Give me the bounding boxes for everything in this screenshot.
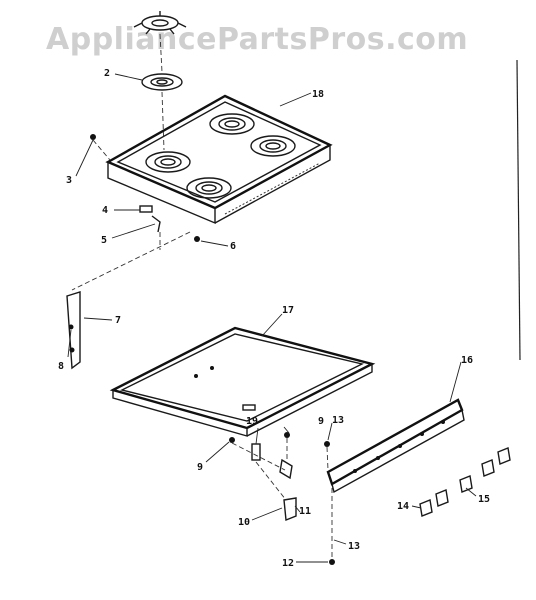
guide-line-bracket-2 — [231, 442, 286, 471]
side-rail — [66, 291, 81, 370]
guide-line-panel-top — [326, 446, 329, 471]
panel-screw — [324, 441, 330, 447]
guide-line-grate — [159, 33, 163, 73]
burner-box — [109, 326, 376, 437]
burner-grate — [133, 11, 187, 35]
control-knobs — [419, 447, 511, 517]
callout-9-upper: 9 — [318, 416, 324, 427]
callout-numbers: 2 3 4 5 6 7 8 9 9 10 11 12 13 13 14 15 1… — [58, 68, 490, 569]
callout-18: 18 — [312, 89, 324, 100]
margin-line — [516, 59, 521, 361]
cooktop — [105, 94, 333, 225]
callout-13-lower: 13 — [348, 541, 360, 552]
guide-line-bowl — [161, 91, 165, 151]
callout-6: 6 — [230, 241, 236, 252]
callout-7: 7 — [115, 315, 121, 326]
guide-line-rail — [71, 231, 191, 291]
callout-17: 17 — [282, 305, 294, 316]
callout-19: 19 — [246, 416, 258, 427]
callout-11: 11 — [299, 506, 311, 517]
guide-line-screw — [92, 139, 111, 161]
panel-bottom-screw — [329, 559, 335, 565]
leader-lines — [67, 73, 477, 563]
callout-10: 10 — [238, 517, 250, 528]
callout-14: 14 — [397, 501, 409, 512]
callout-13-upper: 13 — [332, 415, 344, 426]
callout-12: 12 — [282, 558, 294, 569]
callout-9-lower: 9 — [197, 462, 203, 473]
tray-hardware — [229, 432, 297, 521]
watermark-text: AppliancePartsPros.com — [46, 22, 468, 57]
callout-16: 16 — [461, 355, 473, 366]
callout-2: 2 — [104, 68, 110, 79]
guide-line-clip — [255, 461, 287, 501]
callout-5: 5 — [101, 235, 107, 246]
manifold-panel — [326, 398, 465, 494]
callout-15: 15 — [478, 494, 490, 505]
cooktop-fasteners — [90, 134, 200, 242]
burner-bowl — [141, 73, 183, 91]
callout-8: 8 — [58, 361, 64, 372]
callout-3: 3 — [66, 175, 72, 186]
callout-4: 4 — [102, 205, 108, 216]
